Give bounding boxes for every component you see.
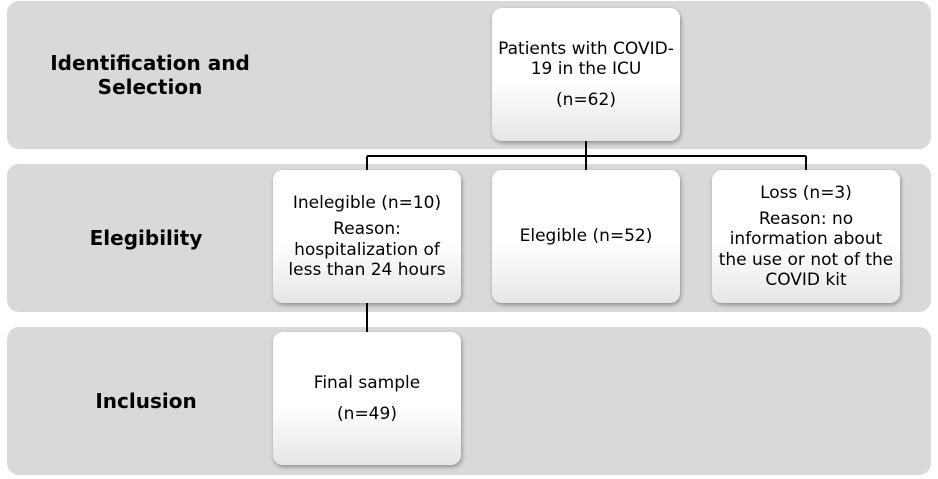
section-label-inclusion: Inclusion bbox=[95, 389, 197, 413]
box-patients-title: Patients with COVID-19 in the ICU bbox=[498, 38, 674, 80]
section-label-eligibility: Elegibility bbox=[89, 226, 203, 250]
box-loss: Loss (n=3) Reason: no information about … bbox=[712, 170, 900, 303]
box-eligible: Elegible (n=52) bbox=[492, 170, 680, 303]
box-patients: Patients with COVID-19 in the ICU (n=62) bbox=[492, 8, 680, 141]
box-eligible-title: Elegible (n=52) bbox=[519, 226, 653, 247]
box-final-count: (n=49) bbox=[337, 403, 397, 424]
box-loss-title: Loss (n=3) bbox=[760, 182, 852, 203]
box-final-title: Final sample bbox=[313, 373, 421, 394]
box-ineligible-reason: Reason: hospitalization of less than 24 … bbox=[288, 219, 446, 280]
band-identification bbox=[7, 1, 931, 149]
box-loss-reason: Reason: no information about the use or … bbox=[718, 208, 894, 291]
box-ineligible: Inelegible (n=10) Reason: hospitalizatio… bbox=[273, 170, 461, 303]
box-patients-count: (n=62) bbox=[556, 89, 616, 110]
box-final: Final sample (n=49) bbox=[273, 332, 461, 465]
section-label-identification: Identification and Selection bbox=[50, 51, 250, 99]
band-inclusion bbox=[7, 327, 931, 475]
box-ineligible-title: Inelegible (n=10) bbox=[292, 192, 442, 213]
